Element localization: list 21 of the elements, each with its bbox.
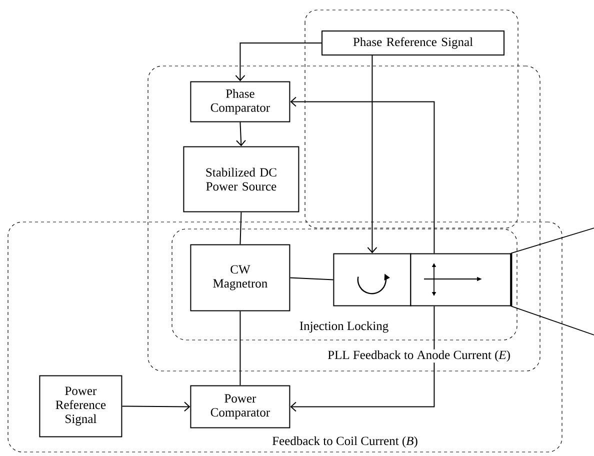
connector-line	[235, 42, 322, 82]
connector-line	[367, 55, 378, 254]
connector-line	[290, 277, 334, 280]
connector-line	[290, 96, 435, 254]
block-box: Power Comparator	[190, 385, 290, 428]
block-box: Phase Comparator	[190, 81, 290, 122]
connector-line	[290, 306, 435, 412]
block-box: CW Magnetron	[190, 244, 290, 312]
region-label: PLL Feedback to Anode Current (E)	[326, 349, 512, 363]
connector-line	[240, 212, 242, 245]
block-box: Power Reference Signal	[39, 375, 122, 438]
block-box: Stabilized DC Power Source	[183, 146, 300, 212]
dashed-region	[148, 66, 540, 372]
block-box: Phase Reference Signal	[322, 30, 504, 56]
connector-line	[236, 122, 246, 146]
connector-line	[122, 402, 190, 412]
region-label: Injection Locking	[298, 320, 390, 334]
connector-line	[240, 310, 241, 386]
dashed-region	[8, 222, 562, 452]
region-label: Feedback to Coil Current (B)	[271, 435, 419, 449]
dashed-region	[172, 228, 518, 340]
